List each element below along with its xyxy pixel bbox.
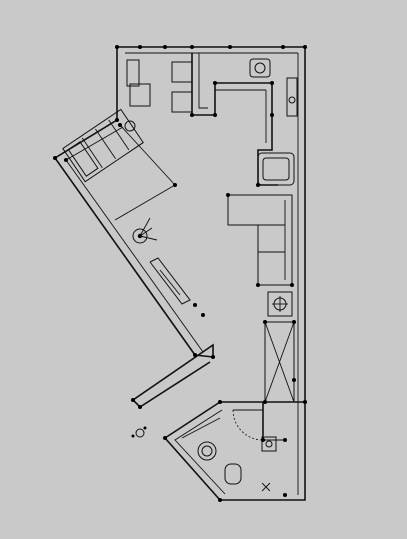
- sink-icon: [261, 436, 277, 452]
- chair-icon: [171, 61, 193, 83]
- toilet-icon: [181, 417, 242, 485]
- bed-icon: [62, 108, 144, 183]
- window-icon: [126, 59, 140, 87]
- door-swing-icon: [232, 409, 264, 441]
- side-table-icon: [267, 291, 293, 317]
- sink-icon: [249, 58, 271, 78]
- wall-node-markers: [53, 45, 307, 502]
- chair-icon: [171, 91, 193, 113]
- armchair-icon: [257, 152, 295, 186]
- dining-table-icon: [126, 59, 193, 113]
- kitchen-counter: [191, 53, 298, 186]
- compass-icon: [131, 426, 147, 438]
- closet-icon: [264, 321, 295, 403]
- sofa-icon: [227, 152, 295, 317]
- floor-drain-icon: [261, 482, 271, 492]
- chair-icon: [129, 83, 151, 107]
- exterior-walls: [53, 46, 306, 501]
- lamp-icon: [124, 120, 136, 132]
- wardrobe-icon: [149, 257, 191, 305]
- refrigerator-icon: [286, 77, 298, 117]
- plant-icon: [132, 217, 158, 244]
